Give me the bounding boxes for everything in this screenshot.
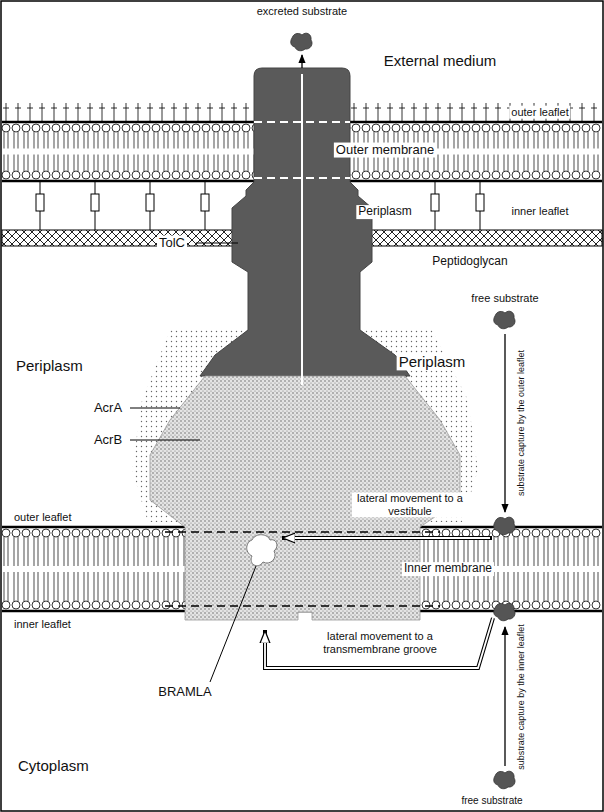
substrate-molecule — [494, 771, 515, 789]
substrate-molecule — [494, 311, 515, 329]
leaflet-label: inner leaflet — [510, 205, 571, 218]
leaflet-label: outer leaflet — [509, 106, 570, 119]
capture-arrow — [504, 627, 505, 766]
substrate-label: free substrate — [469, 292, 540, 305]
protein-label: AcrB — [92, 433, 124, 448]
membrane-label: Outer membrane — [334, 143, 436, 158]
tolc-protein — [200, 68, 410, 376]
substrate-label: free substrate — [459, 795, 524, 807]
region-label: Periplasm — [14, 357, 85, 374]
leaflet-boundary — [165, 605, 440, 606]
leaflet-label: inner leaflet — [12, 618, 73, 631]
site-label: BRAMLA — [156, 685, 213, 700]
leader-line — [130, 408, 180, 409]
protein-label: AcrA — [92, 401, 124, 416]
capture-arrow — [504, 334, 505, 512]
protein-label: TolC — [157, 236, 187, 251]
leader-line — [210, 566, 256, 682]
process-label: lateral movement to a transmembrane groo… — [303, 630, 457, 655]
leaflet-label: outer leaflet — [12, 511, 73, 524]
substrate-molecule — [494, 517, 515, 535]
tolc-membrane-edge — [254, 177, 350, 179]
process-label: lateral movement to a vestibule — [352, 492, 468, 517]
tolc-membrane-edge — [254, 121, 350, 123]
region-label: Periplasm — [356, 205, 413, 219]
substrate-molecule — [494, 603, 515, 621]
excretion-arrow — [301, 55, 302, 68]
layer-label: Peptidoglycan — [430, 255, 509, 269]
process-label: substrate capture by the inner leaflet — [516, 622, 526, 772]
membrane-label: Inner membrane — [402, 562, 494, 576]
leader-line — [130, 440, 200, 441]
region-label: External medium — [382, 52, 499, 69]
vestibule-arrow — [284, 537, 490, 539]
substrate-molecule — [291, 33, 312, 51]
substrate-label: excreted substrate — [255, 5, 350, 18]
region-label: Periplasm — [397, 353, 468, 370]
leader-line — [196, 243, 238, 244]
bramla-pocket — [247, 535, 277, 566]
process-label: substrate capture by the outer leaflet — [516, 348, 526, 498]
region-label: Cytoplasm — [16, 757, 91, 774]
leaflet-boundary — [165, 531, 440, 532]
groove-arrow — [265, 618, 493, 668]
tolc-channel — [301, 74, 303, 385]
